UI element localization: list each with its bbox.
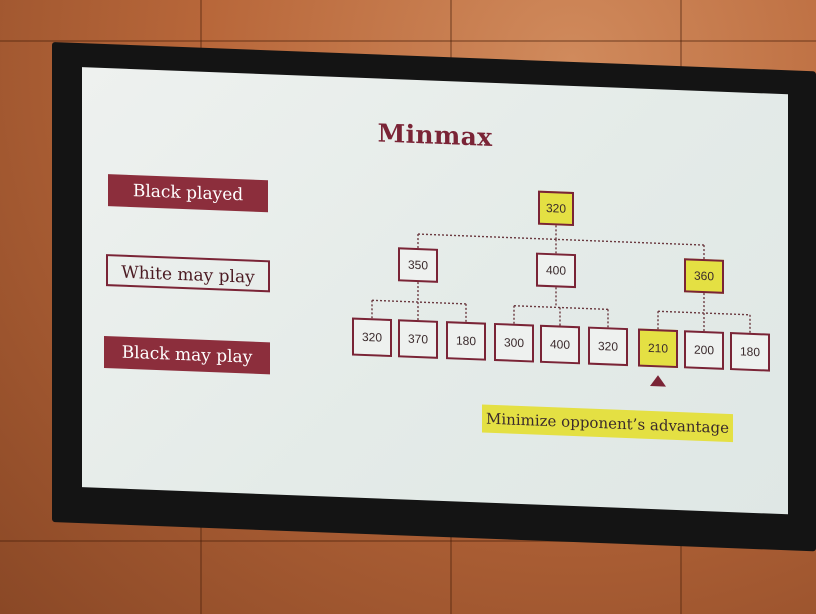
- node-value: 360: [693, 268, 715, 284]
- node-value: 370: [407, 331, 429, 347]
- wall-seam: [0, 540, 816, 542]
- node-value: 200: [693, 342, 715, 358]
- tree-connectors: [371, 225, 751, 333]
- tree-leaf-node: 320: [588, 326, 628, 367]
- tree-leaf-node: 320: [352, 317, 392, 358]
- node-value: 400: [545, 262, 567, 278]
- tree-leaf-node: 300: [494, 322, 534, 363]
- tree-leaf-node: 200: [684, 330, 724, 370]
- node-value: 320: [545, 200, 567, 216]
- tree-leaf-node: 400: [540, 324, 580, 365]
- node-value: 320: [361, 329, 383, 345]
- node-value: 320: [597, 338, 619, 354]
- tree-leaf-node-highlighted: 210: [638, 328, 678, 369]
- node-value: 350: [407, 257, 429, 273]
- tree-leaf-node: 180: [446, 321, 486, 361]
- node-value: 180: [739, 344, 761, 360]
- television-frame: Minmax Black played White may play Black…: [52, 42, 816, 552]
- node-value: 400: [549, 337, 571, 352]
- node-value: 300: [503, 335, 525, 351]
- presentation-slide: Minmax Black played White may play Black…: [82, 67, 788, 515]
- selection-triangle-icon: [650, 374, 666, 387]
- tree-leaf-node: 180: [730, 332, 770, 372]
- tree-leaf-node: 370: [398, 319, 438, 359]
- tree-level1-node: 350: [398, 247, 438, 283]
- tree-level1-node: 400: [536, 252, 576, 289]
- wall-seam: [0, 40, 816, 42]
- tree-level1-node-highlighted: 360: [684, 258, 724, 294]
- node-value: 210: [647, 340, 669, 356]
- tree-root-node: 320: [538, 190, 574, 227]
- node-value: 180: [455, 333, 477, 349]
